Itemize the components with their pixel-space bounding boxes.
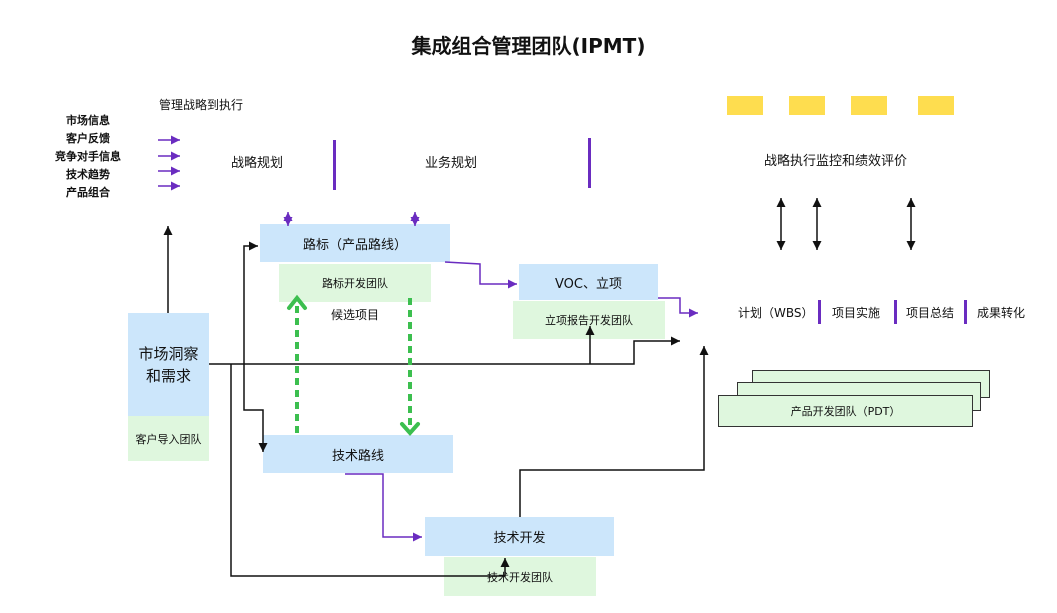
- dashed-down-head: [400, 422, 420, 437]
- tech-roadmap-box: 技术路线: [263, 435, 453, 473]
- market-insight-box: 市场洞察 和需求: [128, 313, 209, 416]
- diagram-title: 集成组合管理团队(IPMT): [411, 34, 646, 58]
- branch-to-techroad: [243, 364, 268, 452]
- input-list: 市场信息 客户反馈 竞争对手信息 技术趋势 产品组合: [55, 112, 121, 202]
- input-item: 技术趋势: [66, 168, 110, 181]
- stage-summary: 项目总结: [906, 306, 955, 320]
- voc-to-stages: [658, 297, 698, 318]
- stage-divider: [964, 300, 967, 324]
- input-item: 产品组合: [66, 186, 110, 199]
- input-item: 市场信息: [66, 114, 110, 127]
- roadmap-to-voc: [444, 261, 517, 289]
- pdt-box: 产品开发团队（PDT）: [718, 395, 973, 427]
- candidate-projects-label: 候选项目: [331, 308, 380, 322]
- stage-divider: [818, 300, 821, 324]
- customer-team-box: 客户导入团队: [128, 416, 209, 461]
- main-flow-line: [209, 336, 680, 365]
- divider-bar: [333, 140, 336, 190]
- input-item: 竞争对手信息: [55, 150, 121, 163]
- roadmap-team-box: 路标开发团队: [279, 264, 431, 302]
- branch-to-roadmap: [243, 241, 258, 364]
- stage-implementation: 项目实施: [832, 306, 881, 320]
- dashed-up-head: [287, 294, 307, 310]
- monitoring-label: 战略执行监控和绩效评价: [764, 154, 908, 169]
- roadmap-box: 路标（产品路线）: [260, 224, 450, 262]
- stage-divider: [894, 300, 897, 324]
- stage-plan: 计划（WBS）: [738, 306, 814, 320]
- stage-transfer: 成果转化: [977, 306, 1026, 320]
- techroad-to-techdev: [345, 473, 422, 542]
- yellow-marker: [918, 96, 954, 115]
- divider-bar: [588, 138, 591, 188]
- yellow-marker: [789, 96, 825, 115]
- tech-dev-box: 技术开发: [425, 517, 614, 556]
- input-item: 客户反馈: [66, 132, 110, 145]
- bottom-loop: [230, 364, 510, 577]
- yellow-marker: [851, 96, 887, 115]
- strategy-header: 管理战略到执行: [159, 98, 244, 112]
- strategic-planning-label: 战略规划: [231, 156, 284, 171]
- voc-box: VOC、立项: [519, 264, 658, 300]
- yellow-marker: [727, 96, 763, 115]
- techdev-to-pdt: [519, 346, 709, 517]
- business-planning-label: 业务规划: [425, 156, 478, 171]
